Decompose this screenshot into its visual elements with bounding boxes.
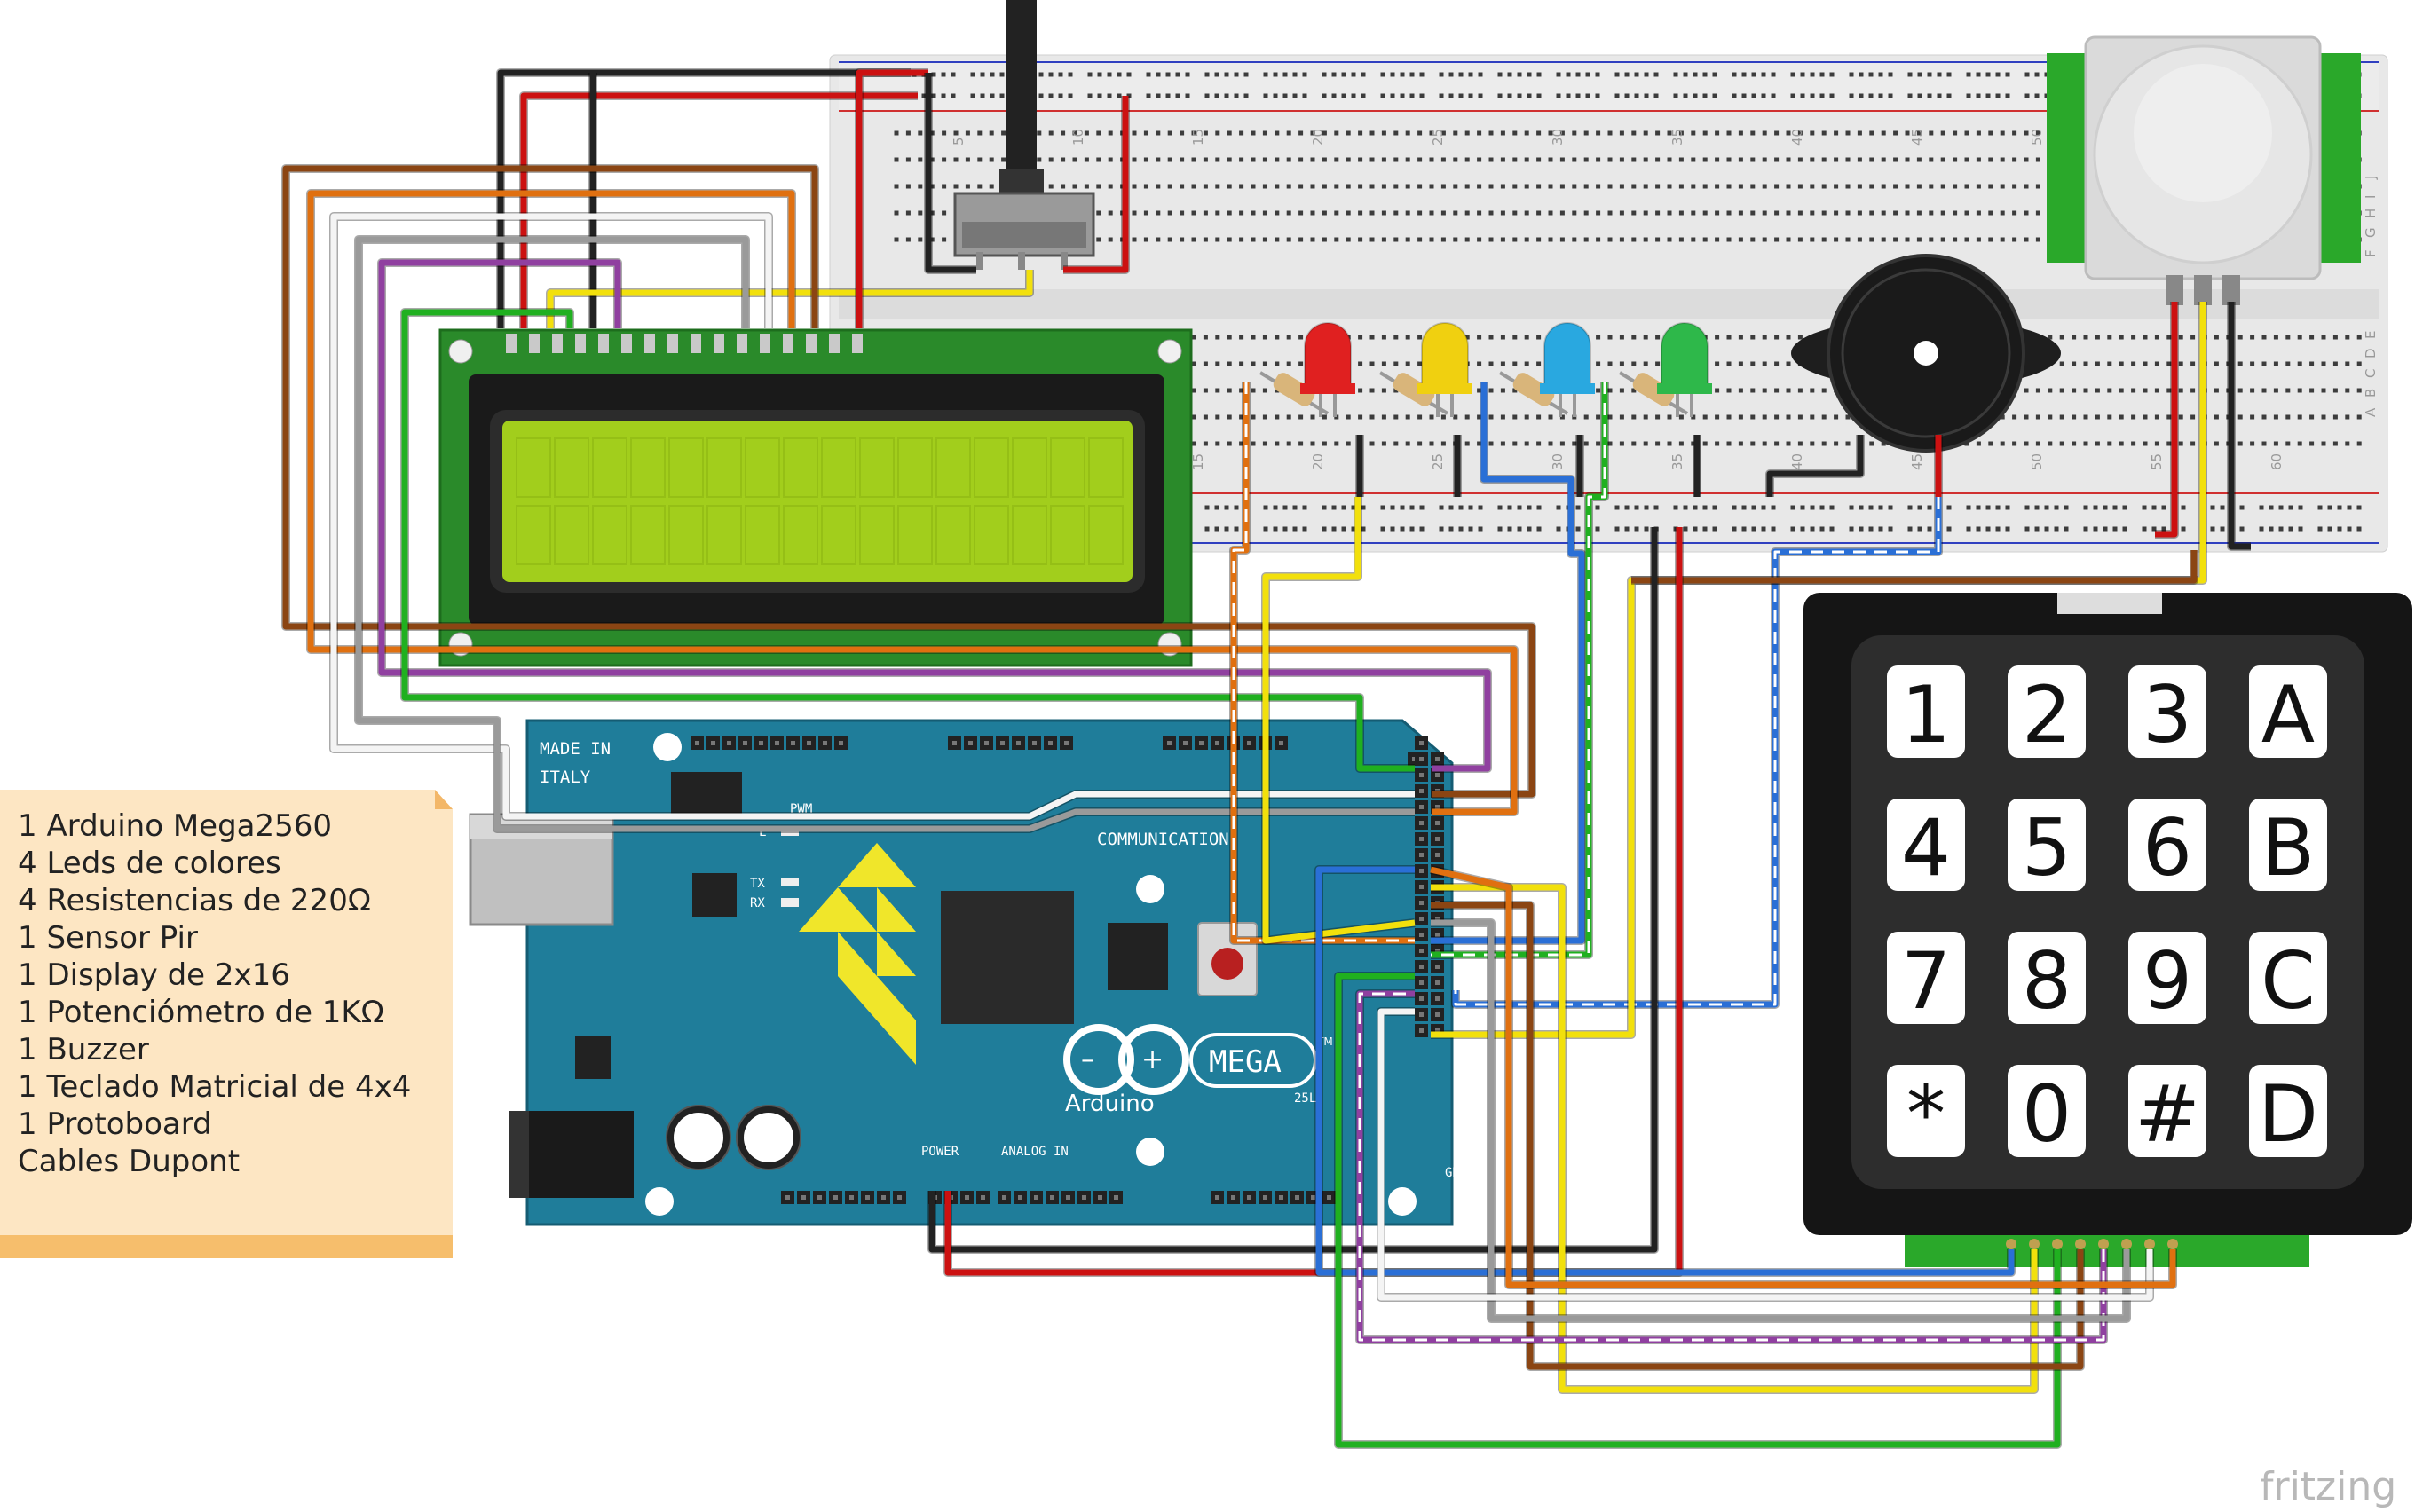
keypad-key[interactable]: 2 — [2022, 669, 2072, 760]
buzzer — [1791, 254, 2061, 453]
component-item: 1 Protoboard — [18, 1106, 212, 1142]
keypad-key[interactable]: 9 — [2143, 935, 2192, 1027]
keypad-key[interactable]: 6 — [2143, 802, 2192, 894]
arduino-infinity-logo — [1063, 1024, 1189, 1095]
breadboard-row-letter: B — [2363, 389, 2379, 398]
potentiometer — [953, 0, 1095, 270]
keypad-key[interactable]: D — [2258, 1068, 2318, 1160]
breadboard-row-letter: F — [2363, 249, 2379, 257]
svg-text:–: – — [1081, 1044, 1094, 1075]
breadboard-column-number: 30 — [1550, 453, 1566, 470]
component-item: 1 Display de 2x16 — [18, 957, 290, 993]
breadboard-column-number: 10 — [1070, 129, 1086, 146]
label-l: L — [759, 825, 766, 839]
breadboard-row-letter: E — [2363, 331, 2379, 339]
breadboard-row-letter: H — [2363, 209, 2379, 218]
breadboard-column-number: 45 — [1909, 129, 1925, 146]
label-pwm: PWM — [790, 802, 812, 816]
label-power: POWER — [921, 1145, 959, 1159]
label-communication: COMMUNICATION — [1097, 830, 1229, 849]
keypad-key[interactable]: # — [2135, 1068, 2200, 1160]
keypad-key[interactable]: 1 — [1901, 669, 1951, 760]
label-italy: ITALY — [540, 768, 591, 787]
fritzing-logo: fritzing — [2260, 1464, 2396, 1509]
breadboard-column-number: 15 — [1190, 129, 1206, 146]
lcd-pin-header — [506, 334, 863, 353]
breadboard-column-number: 5 — [951, 137, 967, 146]
component-item: 1 Sensor Pir — [18, 920, 198, 956]
keypad-key[interactable]: 8 — [2022, 935, 2072, 1027]
breadboard-column-number: 20 — [1310, 453, 1326, 470]
label-gnd: GND — [1445, 1166, 1467, 1180]
component-item: 4 Resistencias de 220Ω — [18, 883, 371, 918]
board-brand: Arduino — [1065, 1091, 1155, 1117]
label-rx: RX — [750, 896, 765, 910]
breadboard-column-number: 35 — [1669, 453, 1685, 470]
breadboard-column-number: 50 — [2029, 129, 2045, 146]
breadboard-row-letter: D — [2363, 348, 2379, 358]
breadboard-row-letters: AB C D E F GH I J — [2363, 176, 2379, 417]
lcd-display — [438, 328, 1193, 667]
component-item: 1 Buzzer — [18, 1032, 149, 1067]
leds — [1300, 322, 1712, 417]
label-tx: TX — [750, 877, 765, 891]
wires — [281, 68, 2251, 1449]
keypad-key[interactable]: * — [1906, 1068, 1945, 1160]
breadboard-column-number: 35 — [1669, 129, 1685, 146]
board-model: MEGA — [1209, 1044, 1282, 1080]
breadboard-row-letter: J — [2363, 176, 2379, 180]
breadboard-column-number: 15 — [1190, 453, 1206, 470]
label-made-in: MADE IN — [540, 739, 611, 759]
breadboard-column-number: 60 — [2269, 453, 2285, 470]
component-item: 1 Arduino Mega2560 — [18, 808, 332, 844]
arduino-triangle-logo — [799, 843, 916, 1065]
breadboard-column-number: 20 — [1310, 129, 1326, 146]
component-item: 1 Potenciómetro de 1KΩ — [18, 995, 384, 1030]
breadboard-column-number: 25 — [1430, 129, 1446, 146]
breadboard-column-number: 45 — [1909, 453, 1925, 470]
breadboard-row-letter: I — [2363, 195, 2379, 199]
breadboard-column-number: 30 — [1550, 129, 1566, 146]
lcd-character-cells — [516, 437, 1124, 565]
arduino-mega: – + MEGA TM Arduino 25L MADE IN ITALY CO… — [469, 719, 1467, 1226]
board-revision: 25L — [1294, 1091, 1316, 1106]
keypad-key[interactable]: 0 — [2022, 1068, 2072, 1160]
component-item: 4 Leds de colores — [18, 846, 281, 881]
pir-sensor — [2047, 35, 2361, 305]
keypad-key[interactable]: A — [2261, 669, 2315, 760]
component-item: 1 Teclado Matricial de 4x4 — [18, 1069, 411, 1105]
breadboard-column-number: 40 — [1789, 453, 1805, 470]
keypad-key[interactable]: 5 — [2022, 802, 2072, 894]
breadboard-column-number: 50 — [2029, 453, 2045, 470]
keypad-key[interactable]: 3 — [2143, 669, 2192, 760]
keypad-key[interactable]: B — [2261, 802, 2315, 894]
svg-text:+: + — [1141, 1044, 1164, 1075]
breadboard-row-letter: C — [2363, 369, 2379, 378]
component-item: Cables Dupont — [18, 1144, 240, 1179]
keypad-pins — [2006, 1239, 2178, 1249]
breadboard-column-number: 40 — [1789, 129, 1805, 146]
breadboard-row-letter: G — [2363, 227, 2379, 238]
keypad-key[interactable]: 7 — [1901, 935, 1951, 1027]
label-analog-in: ANALOG IN — [1001, 1145, 1069, 1159]
breadboard-column-number: 55 — [2149, 453, 2165, 470]
keypad-key[interactable]: 4 — [1901, 802, 1951, 894]
breadboard-column-number: 25 — [1430, 453, 1446, 470]
keypad-key[interactable]: C — [2261, 935, 2315, 1027]
breadboard-row-letter: A — [2363, 407, 2379, 417]
